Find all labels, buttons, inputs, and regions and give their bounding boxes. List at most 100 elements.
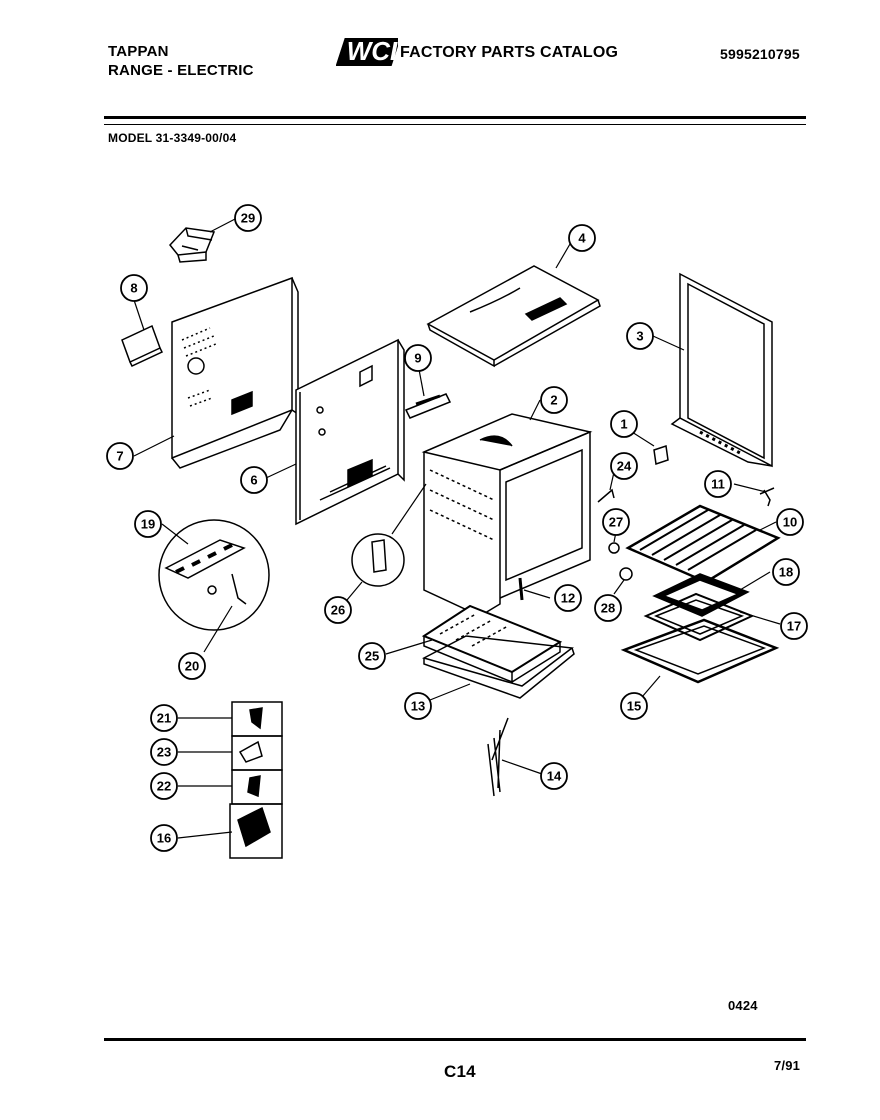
header-rule <box>104 116 806 119</box>
part-16-clip <box>237 806 271 848</box>
page-code: C14 <box>444 1062 476 1081</box>
callout-7: 7 <box>106 442 134 470</box>
callout-23: 23 <box>150 738 178 766</box>
callout-label: 9 <box>414 351 421 366</box>
callout-label: 29 <box>241 211 255 226</box>
part-6-panel <box>295 338 405 526</box>
callout-label: 12 <box>561 591 575 606</box>
detail-circle-26 <box>351 533 405 587</box>
part-10-oven-rack <box>625 504 781 584</box>
callout-label: 22 <box>157 779 171 794</box>
part-1-knob <box>653 445 669 465</box>
callout-18: 18 <box>772 558 800 586</box>
part-3-door-frame <box>670 272 773 468</box>
callout-label: 20 <box>185 659 199 674</box>
callout-13: 13 <box>404 692 432 720</box>
part-15-tray <box>620 618 780 684</box>
callout-12: 12 <box>554 584 582 612</box>
callout-15: 15 <box>620 692 648 720</box>
detail-circle-19-20 <box>158 519 270 631</box>
callout-label: 25 <box>365 649 379 664</box>
callout-label: 2 <box>550 393 557 408</box>
callout-label: 21 <box>157 711 171 726</box>
callout-17: 17 <box>780 612 808 640</box>
wci-logo: WCI <box>336 36 398 66</box>
callout-label: 15 <box>627 699 641 714</box>
part-21-clip <box>249 707 263 730</box>
part-29-bracket <box>169 227 216 263</box>
callout-11: 11 <box>704 470 732 498</box>
part-23-clip <box>238 740 263 763</box>
part-24-clip <box>597 488 615 503</box>
callout-label: 14 <box>547 769 562 784</box>
part-7-back-panel <box>171 276 299 469</box>
part-20-bracket <box>231 573 247 605</box>
callout-label: 3 <box>636 329 643 344</box>
callout-21: 21 <box>150 704 178 732</box>
callout-label: 13 <box>411 699 425 714</box>
callout-26: 26 <box>324 596 352 624</box>
callout-label: 10 <box>783 515 797 530</box>
part-4-top-panel <box>426 265 601 368</box>
callout-bubbles: 2987694321241110271826171512251314192021… <box>106 204 808 852</box>
catalog-part-number: 5995210795 <box>720 46 800 62</box>
callout-8: 8 <box>120 274 148 302</box>
drawing-number: 0424 <box>728 998 758 1013</box>
callout-25: 25 <box>358 642 386 670</box>
callout-label: 16 <box>157 831 171 846</box>
callout-label: 4 <box>578 231 586 246</box>
callout-2: 2 <box>540 386 568 414</box>
part-9-bar <box>404 393 452 419</box>
callout-27: 27 <box>602 508 630 536</box>
brand-block: TAPPAN RANGE - ELECTRIC <box>108 42 254 80</box>
model-number: MODEL 31-3349-00/04 <box>108 131 237 145</box>
leader-lines <box>133 217 781 839</box>
revision-date: 7/91 <box>774 1058 801 1073</box>
part-20-nut <box>207 585 217 595</box>
callout-22: 22 <box>150 772 178 800</box>
part-8-plate <box>121 324 164 367</box>
part-28-piece <box>619 567 633 581</box>
callout-label: 17 <box>787 619 801 634</box>
svg-text:WCI: WCI <box>347 36 398 66</box>
catalog-title: FACTORY PARTS CATALOG <box>400 44 619 61</box>
callout-14: 14 <box>540 762 568 790</box>
callout-29: 29 <box>234 204 262 232</box>
callout-label: 7 <box>116 449 123 464</box>
callout-19: 19 <box>134 510 162 538</box>
callout-9: 9 <box>404 344 432 372</box>
part-14-wire-harness <box>487 717 509 797</box>
part-19-terminals <box>175 543 233 574</box>
callout-24: 24 <box>610 452 638 480</box>
callout-4: 4 <box>568 224 596 252</box>
callout-label: 19 <box>141 517 155 532</box>
callout-20: 20 <box>178 652 206 680</box>
callout-label: 26 <box>331 603 345 618</box>
part-12-rod <box>518 577 524 601</box>
callout-label: 18 <box>779 565 793 580</box>
callout-label: 8 <box>130 281 137 296</box>
callout-label: 11 <box>711 477 725 492</box>
footer-rule <box>104 1038 806 1041</box>
callout-label: 6 <box>250 473 257 488</box>
callout-label: 23 <box>157 745 171 760</box>
callout-3: 3 <box>626 322 654 350</box>
callout-label: 27 <box>609 515 623 530</box>
part-22-clip <box>247 775 261 798</box>
part-13-edge <box>423 647 575 699</box>
part-box-16 <box>229 803 283 859</box>
callout-10: 10 <box>776 508 804 536</box>
part-11-fastener <box>759 487 775 507</box>
part-15-inner <box>633 625 767 675</box>
brand-name: TAPPAN <box>108 43 169 60</box>
callout-6: 6 <box>240 466 268 494</box>
part-27-piece <box>608 542 620 554</box>
product-type: RANGE - ELECTRIC <box>108 62 254 79</box>
callout-label: 1 <box>620 417 627 432</box>
callout-1: 1 <box>610 410 638 438</box>
part-26-element <box>371 539 387 573</box>
callout-28: 28 <box>594 594 622 622</box>
header-rule-thin <box>104 124 806 125</box>
callout-label: 24 <box>617 459 632 474</box>
